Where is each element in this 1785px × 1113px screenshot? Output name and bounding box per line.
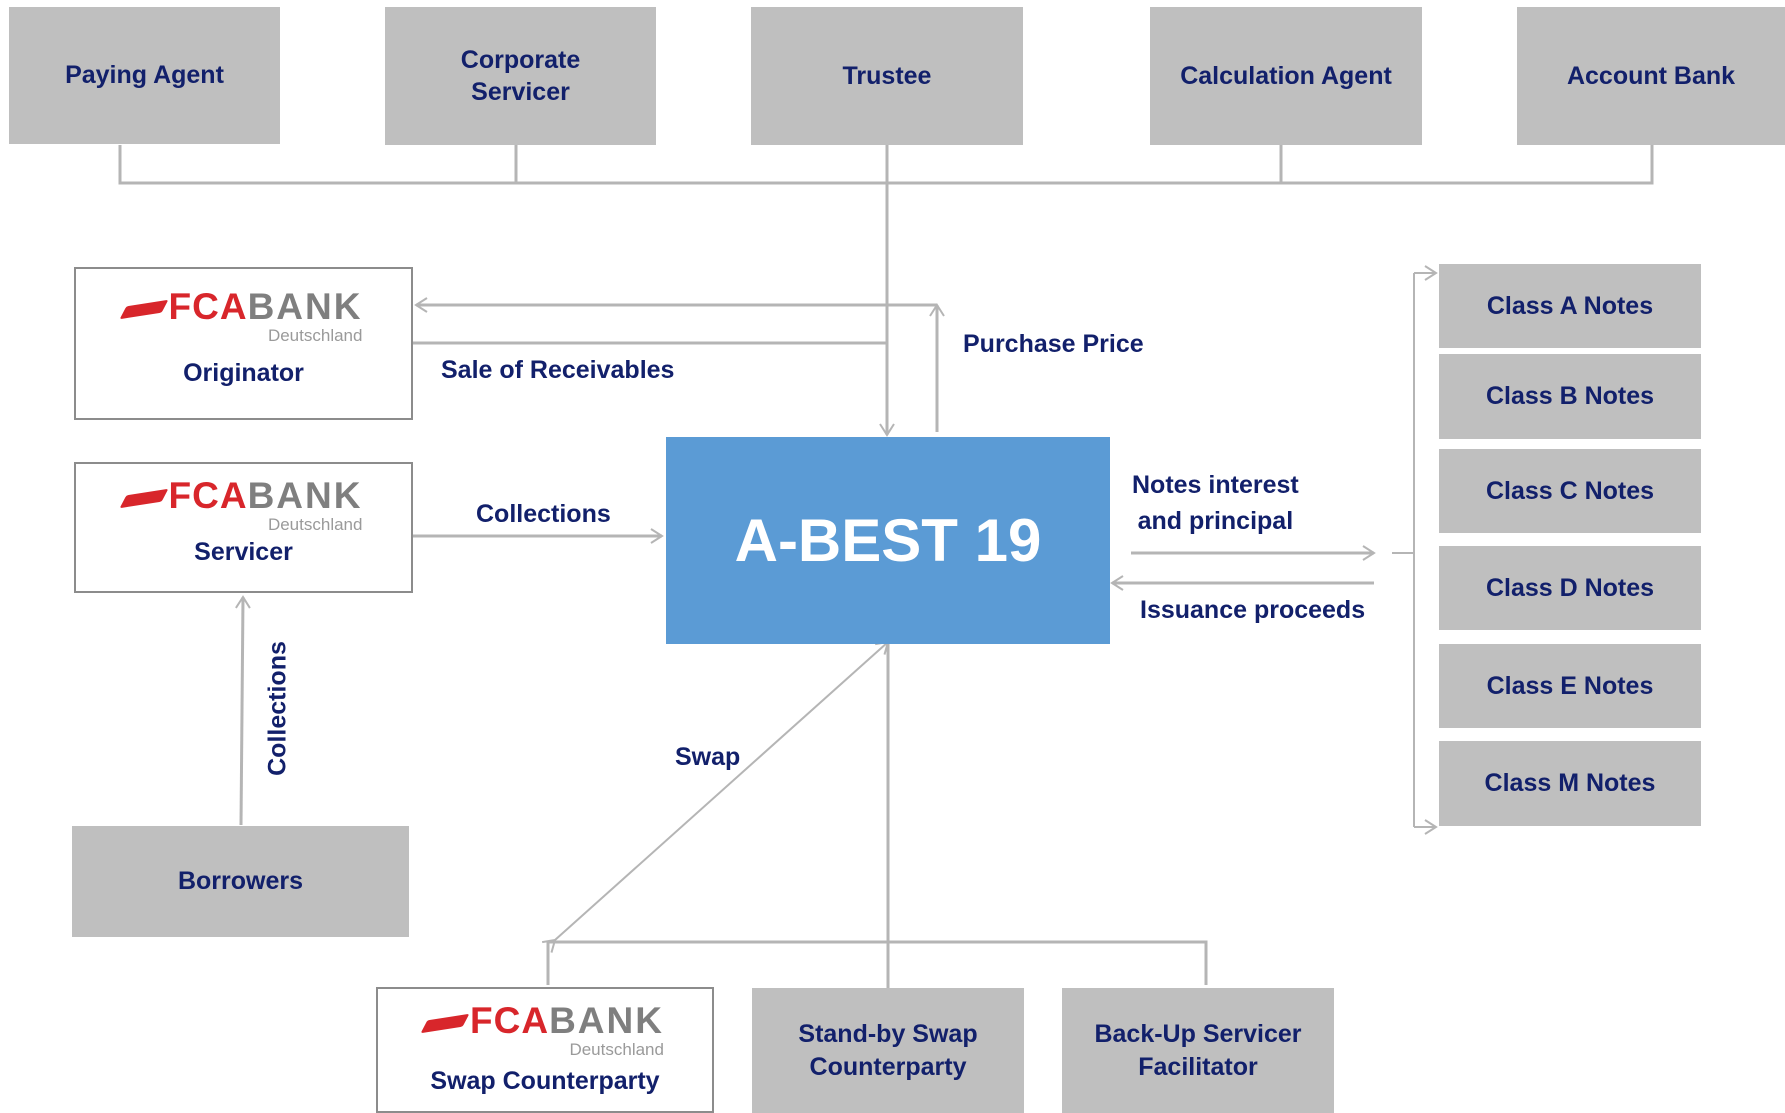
logo-country: Deutschland [569,1039,664,1059]
trustee-box: Trustee [751,7,1023,145]
corporate-servicer-label: Corporate Servicer [460,45,581,107]
collections-servicer-label: Collections [476,500,611,528]
class-c-notes-label: Class C Notes [1485,476,1655,505]
standby-swap-box: Stand-by Swap Counterparty [752,988,1024,1113]
originator-label: Originator [183,358,304,387]
swap-counterparty-label: Swap Counterparty [430,1066,660,1095]
class-d-notes-box: Class D Notes [1439,546,1701,630]
calculation-agent-label: Calculation Agent [1180,61,1392,90]
account-bank-label: Account Bank [1566,61,1736,90]
class-m-notes-label: Class M Notes [1484,769,1656,798]
servicer-label: Servicer [194,537,293,566]
logo-brand: FCA [470,1000,550,1041]
purchase-price-label: Purchase Price [963,330,1144,358]
class-b-notes-label: Class B Notes [1485,382,1655,411]
issuer-box: A-BEST 19 [666,437,1110,644]
class-e-notes-box: Class E Notes [1439,644,1701,728]
backup-servicer-box: Back-Up Servicer Facilitator [1062,988,1334,1113]
fca-bank-logo: FCABANK Deutschland [119,286,363,347]
paying-agent-label: Paying Agent [65,61,224,90]
logo-bank: BANK [247,475,363,516]
corporate-servicer-box: Corporate Servicer [385,7,656,145]
logo-country: Deutschland [267,514,363,534]
logo-bank: BANK [247,286,363,327]
servicer-box: FCABANK Deutschland Servicer [74,462,413,593]
notes-interest-label: Notes interest and principal [1132,471,1299,535]
logo-brand: FCA [168,286,248,327]
fca-swoosh-icon [119,299,168,320]
backup-servicer-label: Back-Up Servicer Facilitator [1094,1020,1302,1081]
borrowers-box: Borrowers [72,826,409,937]
trustee-label: Trustee [842,61,932,90]
swap-label: Swap [675,743,741,771]
fca-swoosh-icon [420,1013,470,1034]
issuance-proceeds-label: Issuance proceeds [1140,596,1366,624]
collections-borrowers-label: Collections [263,641,292,776]
paying-agent-box: Paying Agent [9,7,280,144]
class-c-notes-box: Class C Notes [1439,449,1701,533]
logo-country: Deutschland [267,325,363,345]
class-b-notes-box: Class B Notes [1439,354,1701,439]
calculation-agent-box: Calculation Agent [1150,7,1422,145]
standby-swap-label: Stand-by Swap Counterparty [798,1020,978,1081]
swap-counterparty-box: FCABANK Deutschland Swap Counterparty [376,987,714,1113]
fca-bank-logo: FCABANK Deutschland [420,1000,664,1061]
class-a-notes-label: Class A Notes [1486,291,1654,320]
account-bank-box: Account Bank [1517,7,1785,145]
originator-box: FCABANK Deutschland Originator [74,267,413,420]
logo-brand: FCA [168,475,248,516]
issuer-label: A-BEST 19 [734,506,1042,574]
borrowers-label: Borrowers [177,867,304,896]
bottom-bus-line [546,940,1208,985]
fca-swoosh-icon [119,488,168,509]
swap-arrow [541,640,890,953]
class-a-notes-box: Class A Notes [1439,264,1701,348]
class-e-notes-label: Class E Notes [1486,671,1654,700]
sale-of-receivables-label: Sale of Receivables [441,356,675,384]
logo-bank: BANK [549,1000,664,1041]
class-d-notes-label: Class D Notes [1485,573,1655,602]
notes-brace [1392,272,1433,828]
collections-arrow-up [235,595,251,826]
fca-bank-logo: FCABANK Deutschland [119,475,363,536]
class-m-notes-box: Class M Notes [1439,741,1701,826]
